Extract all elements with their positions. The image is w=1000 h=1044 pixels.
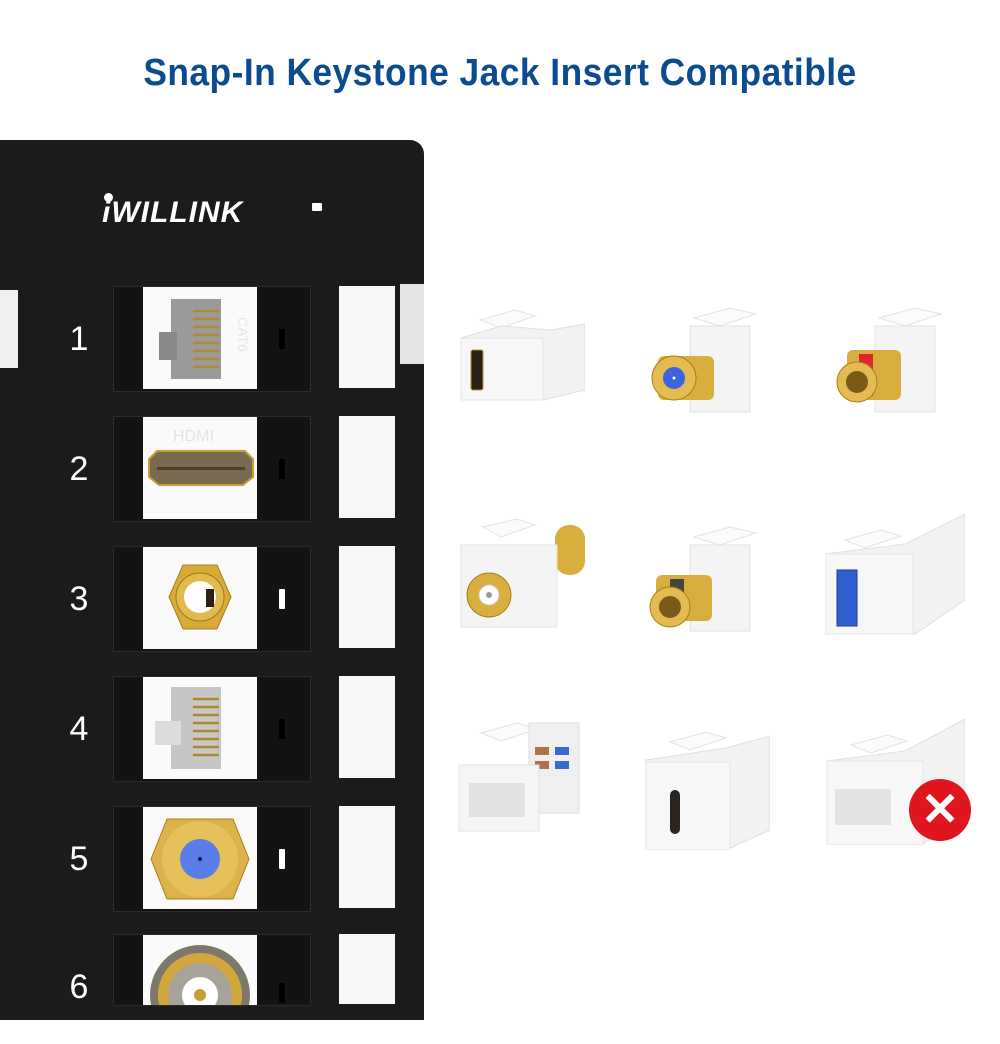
usbc-keystone-icon	[645, 731, 771, 851]
brand-logo: iWILLINK	[102, 196, 244, 229]
rj45-port-icon: CAT6	[159, 299, 251, 379]
audio-3-5mm-jack	[143, 547, 257, 649]
hdmi-port-icon: HDMI	[148, 428, 254, 486]
blank-insert	[339, 416, 395, 518]
panel-side-tab-right	[400, 284, 424, 364]
port-slot[interactable]: HDMI	[113, 416, 311, 522]
port-row-1: 1 CAT6	[0, 286, 424, 396]
port-slot[interactable]: CAT6	[113, 286, 311, 392]
blank-insert	[339, 676, 395, 778]
blank-insert	[339, 934, 395, 1004]
insert-banana-black	[640, 515, 770, 635]
blank-insert	[339, 546, 395, 648]
page-title: Snap-In Keystone Jack Insert Compatible	[143, 52, 857, 94]
port-number: 3	[69, 580, 89, 618]
bnc-keystone-icon	[460, 518, 585, 628]
rj45-port-icon	[155, 687, 221, 769]
slot-latch	[279, 719, 285, 739]
port-slot[interactable]	[113, 676, 311, 782]
insert-usb3	[824, 510, 966, 635]
hdmi-jack: HDMI	[143, 417, 257, 519]
brand-plug-icon	[312, 203, 322, 211]
coax-port-icon	[150, 818, 250, 900]
port-number: 1	[69, 320, 89, 358]
port-row-5: 5	[0, 806, 424, 916]
rj45-cat6-jack: CAT6	[143, 287, 257, 389]
port-row-4: 4	[0, 676, 424, 786]
bnc-port-icon	[150, 945, 250, 1044]
slot-latch	[279, 459, 285, 479]
port-row-6: 6	[0, 934, 424, 1044]
face-label: CAT6	[235, 317, 251, 352]
blank-insert	[339, 286, 395, 388]
insert-bnc	[455, 515, 585, 635]
banana-keystone-icon	[649, 526, 758, 632]
port-row-3: 3	[0, 546, 424, 656]
rj45-jack	[143, 677, 257, 779]
bnc-jack	[143, 935, 257, 1044]
port-number: 2	[69, 450, 89, 488]
usb3-keystone-icon	[824, 513, 966, 635]
hdmi-keystone-icon	[460, 309, 586, 401]
f-type-coax-jack	[143, 807, 257, 909]
insert-usb-c	[640, 720, 771, 851]
port-slot[interactable]	[113, 806, 311, 912]
incompatible-x-icon: ✕	[909, 779, 971, 841]
port-number: 6	[69, 968, 89, 1006]
brand-globe-icon	[104, 193, 113, 202]
slot-latch	[279, 329, 285, 349]
svg-text:HDMI: HDMI	[173, 428, 214, 445]
blank-insert	[339, 806, 395, 908]
port-row-2: 2 HDMI	[0, 416, 424, 526]
port-slot[interactable]	[113, 934, 311, 1044]
port-slot[interactable]	[113, 546, 311, 652]
port-number: 5	[69, 840, 89, 878]
audio-jack-icon	[168, 564, 232, 630]
panel-side-tab-left	[0, 290, 18, 368]
insert-f-type-coax	[640, 300, 770, 420]
slot-latch	[279, 849, 285, 869]
insert-rj45-punchdown	[455, 705, 585, 832]
rca-keystone-icon	[836, 307, 943, 413]
coax-keystone-icon	[651, 307, 758, 413]
insert-hdmi	[455, 300, 586, 420]
rj45-keystone-icon	[458, 722, 580, 832]
slot-latch	[279, 589, 285, 609]
port-number: 4	[69, 710, 89, 748]
insert-rca-red	[825, 300, 955, 420]
slot-latch	[279, 983, 285, 1003]
